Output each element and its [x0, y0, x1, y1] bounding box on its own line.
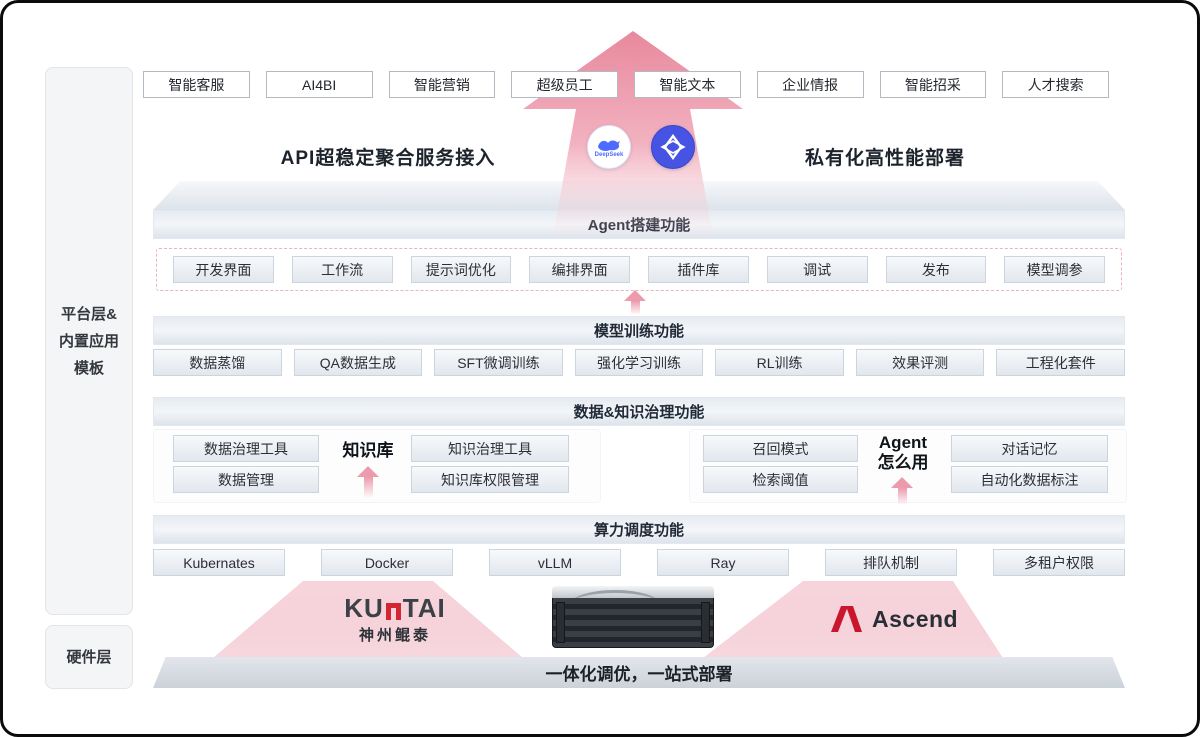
agent-item-publish: 发布: [885, 256, 987, 283]
kuntai-logo: KU TAI 神州鲲泰: [325, 595, 465, 645]
gov-box-data-mgmt: 数据管理: [173, 466, 319, 493]
banner-private-deploy: 私有化高性能部署: [804, 148, 965, 169]
platform-layer-label-line3: 模板: [73, 359, 104, 377]
agent-usage-label: Agent 怎么用: [869, 433, 937, 474]
agent-usage-label-line2: 怎么用: [877, 453, 929, 473]
compute-item-multitenant: 多租户权限: [993, 549, 1125, 576]
sidebar-hardware-layer: 硬件层: [45, 625, 133, 689]
up-arrow-icon: [624, 290, 646, 314]
agent-item-debug: 调试: [766, 256, 868, 283]
app-box-smart-procurement: 智能招采: [879, 71, 987, 98]
platform-layer-label-line1: 平台层&: [61, 305, 117, 323]
up-arrow-icon: [891, 477, 913, 504]
app-box-smart-service: 智能客服: [143, 71, 250, 98]
gov-box-auto-labeling: 自动化数据标注: [951, 466, 1108, 493]
compute-items-row: Kubernates Docker vLLM Ray 排队机制 多租户权限: [153, 549, 1125, 576]
compute-item-ray: Ray: [657, 549, 789, 576]
app-box-talent-search: 人才搜索: [1002, 71, 1109, 98]
kuntai-prefix: KU: [344, 593, 384, 623]
training-item-rl: RL训练: [715, 349, 844, 376]
hardware-layer-label: 硬件层: [66, 648, 112, 666]
app-box-enterprise-intel: 企业情报: [756, 71, 864, 98]
gov-box-knowledge-gov-tools: 知识治理工具: [411, 435, 569, 462]
sidebar-platform-layer: 平台层& 内置应用 模板: [45, 67, 133, 615]
agent-item-orchestration: 编排界面: [529, 256, 630, 283]
app-row: 智能客服 AI4BI 智能营销 超级员工 智能文本 企业情报 智能招采 人才搜索: [143, 71, 1109, 98]
section-training-header: 模型训练功能: [153, 316, 1125, 345]
up-arrow-icon: [357, 466, 379, 497]
gov-box-kb-permissions: 知识库权限管理: [411, 466, 569, 493]
compute-item-queue: 排队机制: [825, 549, 957, 576]
app-box-ai4bi: AI4BI: [265, 71, 373, 98]
ascend-wordmark: Ascend: [872, 605, 959, 632]
agent-item-dev-ui: 开发界面: [173, 256, 274, 283]
gov-box-data-gov-tools: 数据治理工具: [173, 435, 319, 462]
training-item-rlhf: 强化学习训练: [574, 349, 704, 376]
deepseek-whale-icon: [598, 140, 620, 151]
training-item-sft: SFT微调训练: [434, 349, 563, 376]
platform-layer-label-line2: 内置应用: [58, 332, 119, 350]
section-governance-header: 数据&知识治理功能: [153, 397, 1125, 426]
kuntai-wordmark: KU TAI: [344, 595, 446, 621]
section-compute-header: 算力调度功能: [153, 515, 1125, 544]
app-box-super-employee: 超级员工: [511, 71, 618, 98]
deepseek-logo: DeepSeek: [587, 125, 631, 169]
banner-api-access: API超稳定聚合服务接入: [280, 148, 496, 169]
app-box-smart-marketing: 智能营销: [388, 71, 496, 98]
training-item-distill: 数据蒸馏: [153, 349, 282, 376]
training-item-engineering: 工程化套件: [996, 349, 1126, 376]
agent-item-model-tuning: 模型调参: [1004, 256, 1105, 283]
ascend-mark-icon: [831, 606, 862, 632]
server-lid: [552, 586, 714, 598]
training-item-qa-gen: QA数据生成: [293, 349, 423, 376]
knot-icon: [660, 133, 686, 161]
app-box-smart-text: 智能文本: [634, 71, 741, 98]
ascend-logo: Ascend: [829, 605, 958, 633]
server-body: [552, 598, 714, 648]
server-image: [552, 586, 714, 650]
compute-item-docker: Docker: [321, 549, 453, 576]
bottom-deploy-bar: 一体化调优，一站式部署: [153, 657, 1125, 688]
model-knot-logo: [651, 125, 695, 169]
deepseek-label: DeepSeek: [594, 151, 624, 158]
gov-box-retrieval-threshold: 检索阈值: [703, 466, 858, 493]
agent-item-plugin-lib: 插件库: [648, 256, 749, 283]
kuntai-chinese-name: 神州鲲泰: [358, 627, 431, 644]
kuntai-suffix: TAI: [402, 593, 446, 623]
agent-items-row: 开发界面 工作流 提示词优化 编排界面 插件库 调试 发布 模型调参: [156, 248, 1122, 291]
compute-item-vllm: vLLM: [489, 549, 621, 576]
gov-box-recall-mode: 召回模式: [703, 435, 858, 462]
gov-box-dialog-memory: 对话记忆: [951, 435, 1108, 462]
agent-usage-label-line1: Agent: [878, 433, 928, 452]
compute-item-kubernates: Kubernates: [153, 549, 285, 576]
knowledge-base-label: 知识库: [342, 441, 394, 460]
agent-item-prompt-opt: 提示词优化: [410, 256, 512, 283]
kuntai-red-n-icon: [385, 603, 401, 620]
training-item-eval: 效果评测: [855, 349, 985, 376]
training-items-row: 数据蒸馏 QA数据生成 SFT微调训练 强化学习训练 RL训练 效果评测 工程化…: [153, 349, 1126, 376]
big-up-arrow-icon: [523, 31, 743, 236]
agent-item-workflow: 工作流: [291, 256, 393, 283]
